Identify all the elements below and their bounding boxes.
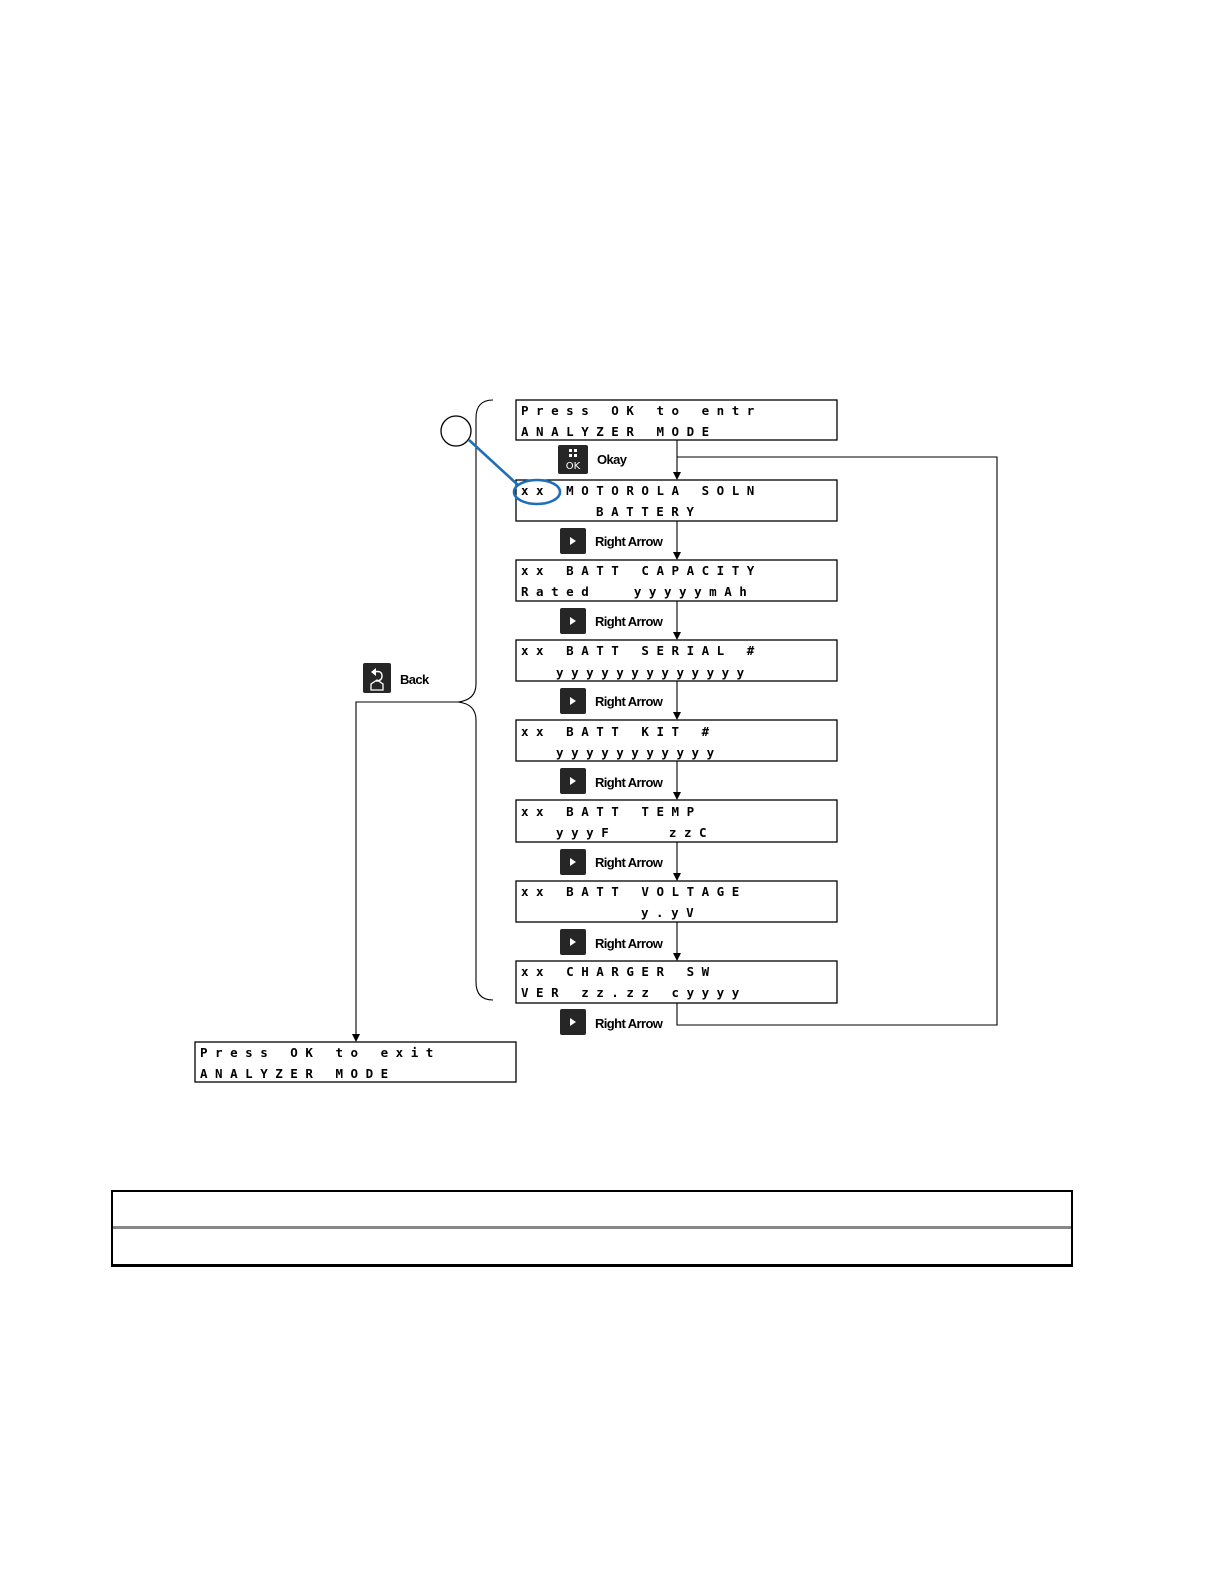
screen-enter-analyzer: P r e s s O K t o e n t r A N A L Y Z E … xyxy=(515,399,838,441)
ok-key-icon: OK xyxy=(566,449,581,472)
screen-motorola-battery: x x M O T O R O L A S O L N B A T T E R … xyxy=(515,479,838,522)
screen-batt-kit: x x B A T T K I T # y y y y y y y y y y … xyxy=(515,719,838,762)
screen-line: A N A L Y Z E R M O D E xyxy=(521,424,709,439)
screen-line: x x B A T T V O L T A G E xyxy=(521,884,739,899)
loop-connector xyxy=(676,456,998,1026)
right-arrow-label: Right Arrow xyxy=(595,775,664,790)
screen-line: y . y V xyxy=(641,905,694,920)
right-arrow-key-icon xyxy=(570,537,576,545)
screen-batt-serial: x x B A T T S E R I A L # y y y y y y y … xyxy=(515,639,838,682)
right-arrow-label: Right Arrow xyxy=(595,855,664,870)
right-arrow-button: Right Arrow xyxy=(560,849,664,875)
screen-line: R a t e d y y y y y m A h xyxy=(521,584,747,599)
right-arrow-button: Right Arrow xyxy=(560,768,664,794)
right-arrow-button: Right Arrow xyxy=(560,528,664,554)
screen-batt-voltage: x x B A T T V O L T A G E y . y V xyxy=(515,880,838,923)
screen-line: y y y y y y y y y y y xyxy=(541,745,715,760)
screen-line: x x M O T O R O L A S O L N xyxy=(521,483,754,498)
legend-table xyxy=(111,1190,1073,1267)
ok-key-text: OK xyxy=(566,461,581,472)
screen-exit-analyzer: P r e s s O K t o e x i t A N A L Y Z E … xyxy=(194,1041,517,1083)
right-arrow-button: Right Arrow xyxy=(560,929,664,955)
right-arrow-label: Right Arrow xyxy=(595,534,664,549)
right-arrow-button: Right Arrow xyxy=(560,608,664,634)
right-arrow-key-icon xyxy=(570,1018,576,1026)
right-arrow-label: Right Arrow xyxy=(595,1016,664,1031)
okay-label: Okay xyxy=(597,452,628,467)
right-arrow-key-icon xyxy=(570,697,576,705)
back-label: Back xyxy=(400,672,430,687)
screen-line: V E R z z . z z c y y y y xyxy=(521,985,740,1000)
screen-batt-temp: x x B A T T T E M P y y y F z z C xyxy=(515,799,838,843)
screen-batt-capacity: x x B A T T C A P A C I T Y R a t e d y … xyxy=(515,559,838,602)
back-arrowhead xyxy=(352,1034,360,1042)
right-arrow-key-icon xyxy=(570,858,576,866)
back-connector xyxy=(355,701,458,1035)
screen-line: y y y F z z C xyxy=(541,825,707,840)
screen-line: x x B A T T S E R I A L # xyxy=(521,643,755,658)
right-arrow-label: Right Arrow xyxy=(595,936,664,951)
screen-line: y y y y y y y y y y y y y xyxy=(541,665,745,680)
right-arrow-key-icon xyxy=(570,938,576,946)
screen-line: x x B A T T T E M P xyxy=(521,804,694,819)
right-arrow-label: Right Arrow xyxy=(595,694,664,709)
screen-line: B A T T E R Y xyxy=(581,504,694,519)
right-arrow-key-icon xyxy=(570,617,576,625)
screen-line: x x B A T T K I T # xyxy=(521,724,710,739)
right-arrow-button: Right Arrow xyxy=(560,1009,664,1035)
callout-pointer xyxy=(440,415,562,506)
right-arrow-label: Right Arrow xyxy=(595,614,664,629)
right-arrow-key-icon xyxy=(570,777,576,785)
callout-circle xyxy=(440,415,472,447)
vertical-connectors xyxy=(673,440,681,961)
screen-charger-sw: x x C H A R G E R S W V E R z z . z z c … xyxy=(515,960,838,1004)
screen-line: x x B A T T C A P A C I T Y xyxy=(521,563,755,578)
screen-line: A N A L Y Z E R M O D E xyxy=(200,1066,388,1081)
back-key-icon xyxy=(370,668,384,691)
legend-table-header xyxy=(113,1192,1071,1229)
screen-line: x x C H A R G E R S W xyxy=(521,964,710,979)
okay-button: OK Okay xyxy=(558,445,628,474)
right-arrow-button: Right Arrow xyxy=(560,688,664,714)
screen-line: P r e s s O K t o e x i t xyxy=(200,1045,433,1060)
back-button: Back xyxy=(363,663,431,693)
group-brace xyxy=(457,399,494,1001)
screen-line: P r e s s O K t o e n t r xyxy=(521,403,755,418)
